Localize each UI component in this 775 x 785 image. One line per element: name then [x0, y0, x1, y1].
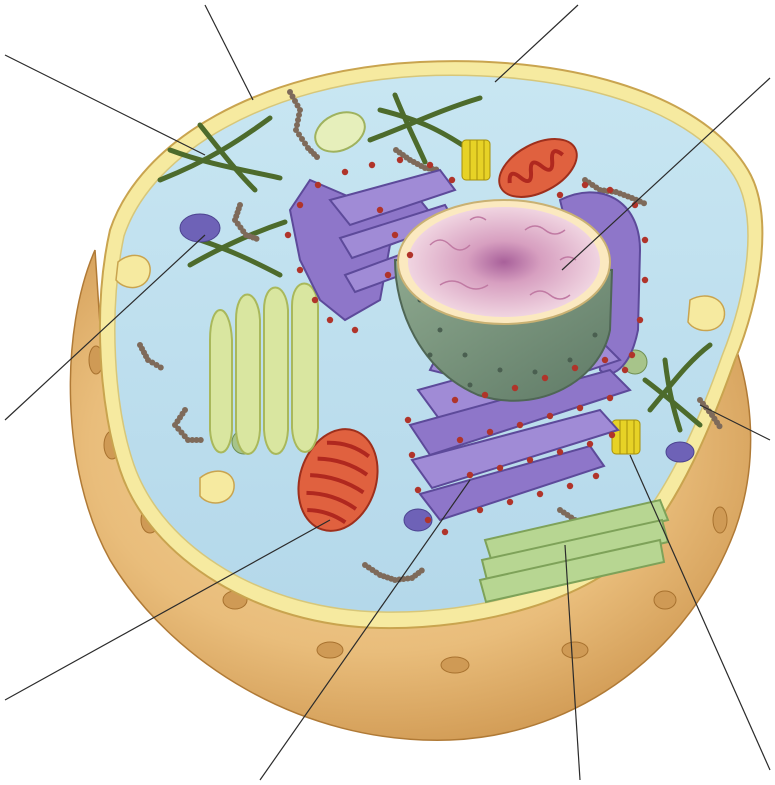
- leader-line: [5, 55, 205, 155]
- ribosome: [557, 449, 563, 455]
- ribosome: [407, 252, 413, 258]
- bead: [254, 236, 260, 242]
- ribosome: [602, 357, 608, 363]
- bead: [296, 112, 302, 118]
- ribosome: [369, 162, 375, 168]
- ribosome: [377, 207, 383, 213]
- bead: [295, 117, 301, 123]
- bead: [717, 423, 723, 429]
- centriole: [612, 420, 640, 454]
- lysosome: [180, 214, 220, 242]
- ribosome: [297, 202, 303, 208]
- ribosome: [425, 517, 431, 523]
- leader-line: [205, 5, 253, 100]
- ribosome: [567, 483, 573, 489]
- ribosome: [342, 169, 348, 175]
- ribosome: [297, 267, 303, 273]
- ribosome: [327, 317, 333, 323]
- ribosome: [352, 327, 358, 333]
- bead: [419, 568, 425, 574]
- bead: [314, 154, 320, 160]
- ribosome: [482, 392, 488, 398]
- ribosome: [467, 472, 473, 478]
- ribosome: [285, 232, 291, 238]
- bead: [297, 107, 303, 113]
- ribosome: [542, 375, 548, 381]
- bead: [294, 122, 300, 128]
- bead: [641, 200, 647, 206]
- ribosome: [497, 465, 503, 471]
- ribosome: [587, 441, 593, 447]
- ribosome: [385, 272, 391, 278]
- ribosome: [397, 157, 403, 163]
- ribosome: [582, 182, 588, 188]
- ribosome: [642, 277, 648, 283]
- ribosome: [415, 487, 421, 493]
- ribosome: [593, 473, 599, 479]
- ribosome: [457, 437, 463, 443]
- ribosome: [609, 432, 615, 438]
- ribosome: [637, 317, 643, 323]
- ribosome: [577, 405, 583, 411]
- ribosome: [449, 177, 455, 183]
- ribosome: [427, 162, 433, 168]
- bead: [158, 365, 164, 371]
- ribosome: [622, 367, 628, 373]
- lysosome: [666, 442, 694, 462]
- ribosome: [572, 365, 578, 371]
- centriole: [462, 140, 490, 180]
- ribosome: [527, 457, 533, 463]
- ribosome: [547, 413, 553, 419]
- ribosome: [452, 397, 458, 403]
- bead: [198, 437, 204, 443]
- ribosome: [392, 232, 398, 238]
- ribosome: [312, 297, 318, 303]
- ribosome: [442, 529, 448, 535]
- ribosome: [517, 422, 523, 428]
- ribosome: [557, 192, 563, 198]
- ribosome: [405, 417, 411, 423]
- ribosome: [537, 491, 543, 497]
- ribosome: [607, 395, 613, 401]
- ribosome: [607, 187, 613, 193]
- ribosome: [315, 182, 321, 188]
- ribosome: [487, 429, 493, 435]
- ribosome: [409, 452, 415, 458]
- ribosome: [477, 507, 483, 513]
- ribosome: [642, 237, 648, 243]
- ribosome: [512, 385, 518, 391]
- ribosome: [507, 499, 513, 505]
- ribosome: [629, 352, 635, 358]
